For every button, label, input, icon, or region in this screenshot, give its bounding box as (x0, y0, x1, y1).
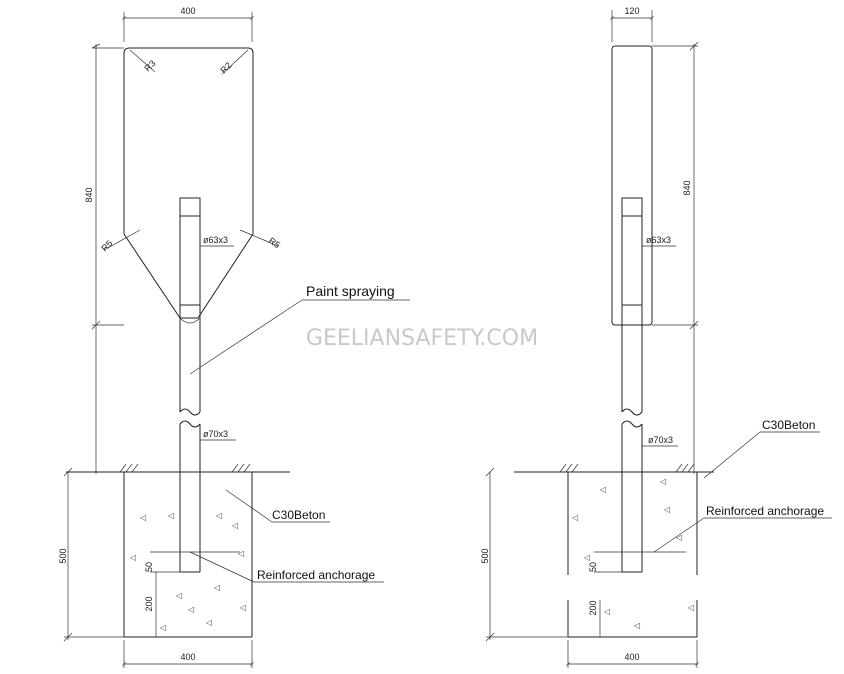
svg-text:◁: ◁ (599, 485, 606, 494)
right-sign-plate (611, 45, 653, 326)
left-radius-bottom-right: R5 (267, 235, 282, 250)
right-height-label: 840 (682, 180, 692, 195)
left-radius-bottom-left: R5 (99, 238, 114, 253)
watermark: GEELIANSAFETY.COM (306, 326, 538, 351)
left-depth-dimension: 500 (58, 467, 124, 642)
left-height-dimension: 840 (84, 43, 124, 474)
left-bottom-gap-dim: 200 (144, 596, 154, 611)
right-depth-dimension: 500 (480, 467, 568, 642)
left-bottom-width-label: 400 (180, 652, 195, 662)
svg-text:◁: ◁ (213, 583, 220, 592)
svg-text:◁: ◁ (237, 549, 244, 558)
left-paint-label: Paint spraying (306, 283, 395, 299)
left-concrete-label: C30Beton (272, 508, 325, 522)
left-sign-plate (123, 47, 254, 319)
right-bottom-gap-dim: 200 (588, 600, 598, 615)
svg-text:◁: ◁ (159, 623, 166, 632)
left-anchor-dim: 50 (144, 562, 154, 572)
svg-text:◁: ◁ (603, 607, 610, 616)
left-top-width-label: 400 (180, 6, 195, 16)
right-anchor-dim: 50 (588, 562, 598, 572)
svg-text:◁: ◁ (215, 511, 222, 520)
left-anchorage-label: Reinforced anchorage (257, 568, 375, 582)
svg-text:◁: ◁ (659, 477, 666, 486)
svg-text:◁: ◁ (205, 618, 212, 627)
left-height-label: 840 (84, 187, 94, 202)
left-pipe-upper-label: ø63x3 (203, 235, 228, 245)
right-bottom-width-dimension: 400 (566, 640, 699, 668)
left-depth-label: 500 (58, 548, 68, 563)
right-pole (621, 197, 643, 573)
left-radius-top-left: R3 (142, 58, 157, 73)
left-radius-top-right: R2 (218, 60, 233, 75)
right-depth-label: 500 (480, 548, 490, 563)
svg-text:◁: ◁ (675, 533, 682, 542)
right-top-width-dimension: 120 (610, 6, 654, 42)
svg-text:◁: ◁ (633, 621, 640, 630)
svg-text:◁: ◁ (583, 553, 590, 562)
right-concrete-foundation: ◁ ◁ ◁ ◁ ◁ ◁ ◁ ◁ ◁ (567, 472, 698, 638)
right-pipe-lower-label: ø70x3 (648, 435, 673, 445)
right-bottom-width-label: 400 (624, 652, 639, 662)
left-pole (179, 197, 201, 573)
svg-text:◁: ◁ (139, 513, 146, 522)
right-pipe-upper-label: ø63x3 (646, 235, 671, 245)
svg-text:◁: ◁ (231, 521, 238, 530)
svg-text:◁: ◁ (129, 553, 136, 562)
svg-text:◁: ◁ (175, 591, 182, 600)
left-pipe-lower-label: ø70x3 (203, 429, 228, 439)
left-bottom-width-dimension: 400 (122, 640, 254, 668)
svg-text:◁: ◁ (571, 513, 578, 522)
left-concrete-foundation: ◁ ◁ ◁ ◁ ◁ ◁ ◁ ◁ ◁ ◁ ◁ ◁ (123, 472, 253, 638)
svg-text:◁: ◁ (239, 603, 246, 612)
left-top-width-dimension: 400 (122, 6, 254, 42)
right-top-width-label: 120 (624, 6, 639, 16)
svg-text:◁: ◁ (663, 505, 670, 514)
left-view: 400 R3 R2 R5 R5 840 (58, 6, 410, 668)
right-anchorage-label: Reinforced anchorage (706, 504, 824, 518)
svg-text:◁: ◁ (687, 603, 694, 612)
right-height-dimension: 840 (652, 41, 699, 474)
right-concrete-label: C30Beton (762, 418, 815, 432)
svg-text:◁: ◁ (187, 605, 194, 614)
svg-text:◁: ◁ (167, 511, 174, 520)
right-view: 120 840 ø63x3 ø70x3 (480, 6, 832, 668)
